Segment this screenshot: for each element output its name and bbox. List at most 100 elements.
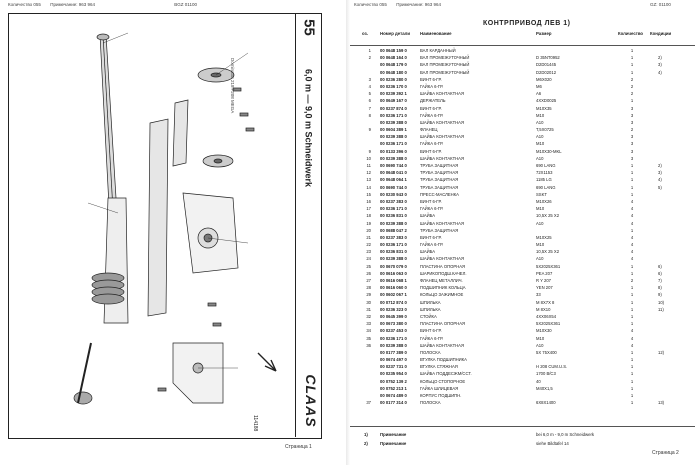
row-pos: 36: [366, 342, 371, 348]
row-name: ШАЙБА: [420, 213, 436, 219]
row-size: M40X1,5: [536, 385, 553, 391]
row-name: ГАЙКА ШЛИЦЕВАЯ: [420, 385, 459, 391]
row-part-number: 00 0237 383 0: [380, 234, 407, 240]
row-name: СТОЙКА: [420, 313, 437, 319]
row-part-number: 00 0236 831 0: [380, 213, 407, 219]
col-pos: оз.: [362, 31, 368, 36]
row-pos: 14: [366, 184, 371, 190]
row-size: 6X8X1400: [536, 400, 556, 406]
row-pos: 8: [368, 112, 371, 118]
row-part-number: 00 0236 171 0: [380, 242, 407, 248]
row-qty: 3: [630, 105, 634, 111]
row-name: ПЛАСТИНА ОПОРНАЯ: [420, 263, 466, 269]
row-size: M10X35: [536, 105, 552, 111]
row-name: ШАЙБА КОНТАКТНАЯ: [420, 220, 464, 226]
row-size: 10,5X 25 X2: [536, 249, 560, 255]
row-qty: 2: [630, 91, 634, 97]
drawing-frame: [8, 13, 322, 439]
row-name: ШПИЛЬКА: [420, 306, 441, 312]
row-part-number: 00 0602 067 1: [380, 292, 407, 298]
row-name: ГАЙКА 6-ГР.: [420, 242, 444, 248]
row-size: 4XX06X54: [536, 313, 557, 319]
row-pos: 12: [366, 170, 371, 176]
row-name: ВАЛ КАРДАННЫЙ: [420, 48, 456, 53]
row-part-number: 00 0239 388 0: [380, 155, 407, 161]
row-pos: 19: [366, 220, 371, 226]
row-qty: 4: [630, 256, 634, 262]
row-part-number: 00 0648 179 0: [380, 62, 407, 68]
row-part-number: 00 0688 047 2: [380, 227, 407, 233]
row-name: ГАЙКА 6-ГР.: [420, 141, 444, 147]
row-name: ВТУЛКА ПОДШИПНИКА: [420, 357, 467, 363]
row-qty: 1: [630, 357, 634, 363]
row-pos: 30: [366, 299, 371, 305]
exploded-parts-drawing: [73, 32, 277, 405]
row-part-number: 00 0648 164 0: [380, 55, 407, 61]
col-qty: Количество: [618, 31, 644, 36]
row-pos: 21: [366, 234, 371, 240]
row-part-number: 00 0236 280 0: [380, 76, 407, 82]
row-qty: 1: [630, 184, 634, 190]
row-size: A10: [536, 342, 544, 348]
row-qty: 4: [630, 342, 634, 348]
row-pos: 23: [366, 249, 371, 255]
row-size: M10: [536, 112, 545, 118]
row-name: ШАЙБА КОНТАКТНАЯ: [420, 91, 464, 97]
row-pos: 6: [368, 98, 371, 104]
row-name: ШАЙБА КОНТАКТНАЯ: [420, 256, 464, 262]
row-qty: 1: [630, 364, 634, 370]
row-size: M6X020: [536, 76, 552, 82]
row-name: ВТУЛКА СТЯЖНАЯ: [420, 364, 458, 370]
col-note: Кондиции: [650, 31, 672, 36]
row-name: ПОЛОСКА: [420, 349, 441, 355]
right-header-doc: GZ: 01100: [650, 2, 671, 7]
row-pos: 27: [366, 278, 371, 283]
row-part-number: 00 0670 079 0: [380, 263, 407, 269]
row-name: ШАЙБА КОНТАКТНАЯ: [420, 342, 464, 348]
row-size: 4XXD0025: [536, 98, 557, 104]
row-size: YEN 207: [536, 285, 553, 291]
col-part: Номер детали: [380, 31, 410, 36]
row-part-number: 00 0177 389 0: [380, 349, 407, 355]
row-part-number: 00 0648 159 0: [380, 48, 407, 53]
right-header: Количество 055 Примечание: 963 964: [354, 2, 449, 7]
row-pos: 17: [366, 206, 371, 212]
row-part-number: 00 0177 314 0: [380, 400, 407, 406]
row-pos: 37: [366, 400, 371, 406]
row-size: 690 LANG: [536, 184, 556, 190]
col-name: Наименование: [420, 31, 452, 36]
parts-list-title: КОНТРПРИВОД ЛЕВ 1): [483, 20, 571, 27]
row-name: ШАЙБА КОНТАКТНАЯ: [420, 134, 464, 140]
row-part-number: 00 0674 489 0: [380, 393, 407, 398]
row-note: 4): [658, 69, 662, 75]
row-pos: 34: [366, 328, 371, 334]
row-size: A10: [536, 119, 544, 125]
row-part-number: 00 0616 060 0: [380, 285, 407, 291]
row-size: M10X30-MKL: [536, 148, 562, 154]
row-name: ШАЙБА КОНТАКТНАЯ: [420, 119, 464, 125]
row-note: 9): [658, 292, 662, 298]
row-size: 10,5X 25 X2: [536, 213, 560, 219]
header-qty: Количество 055: [354, 2, 387, 7]
header-rule: [350, 45, 695, 46]
row-name: ВИНТ 6-ГР.: [420, 198, 442, 204]
